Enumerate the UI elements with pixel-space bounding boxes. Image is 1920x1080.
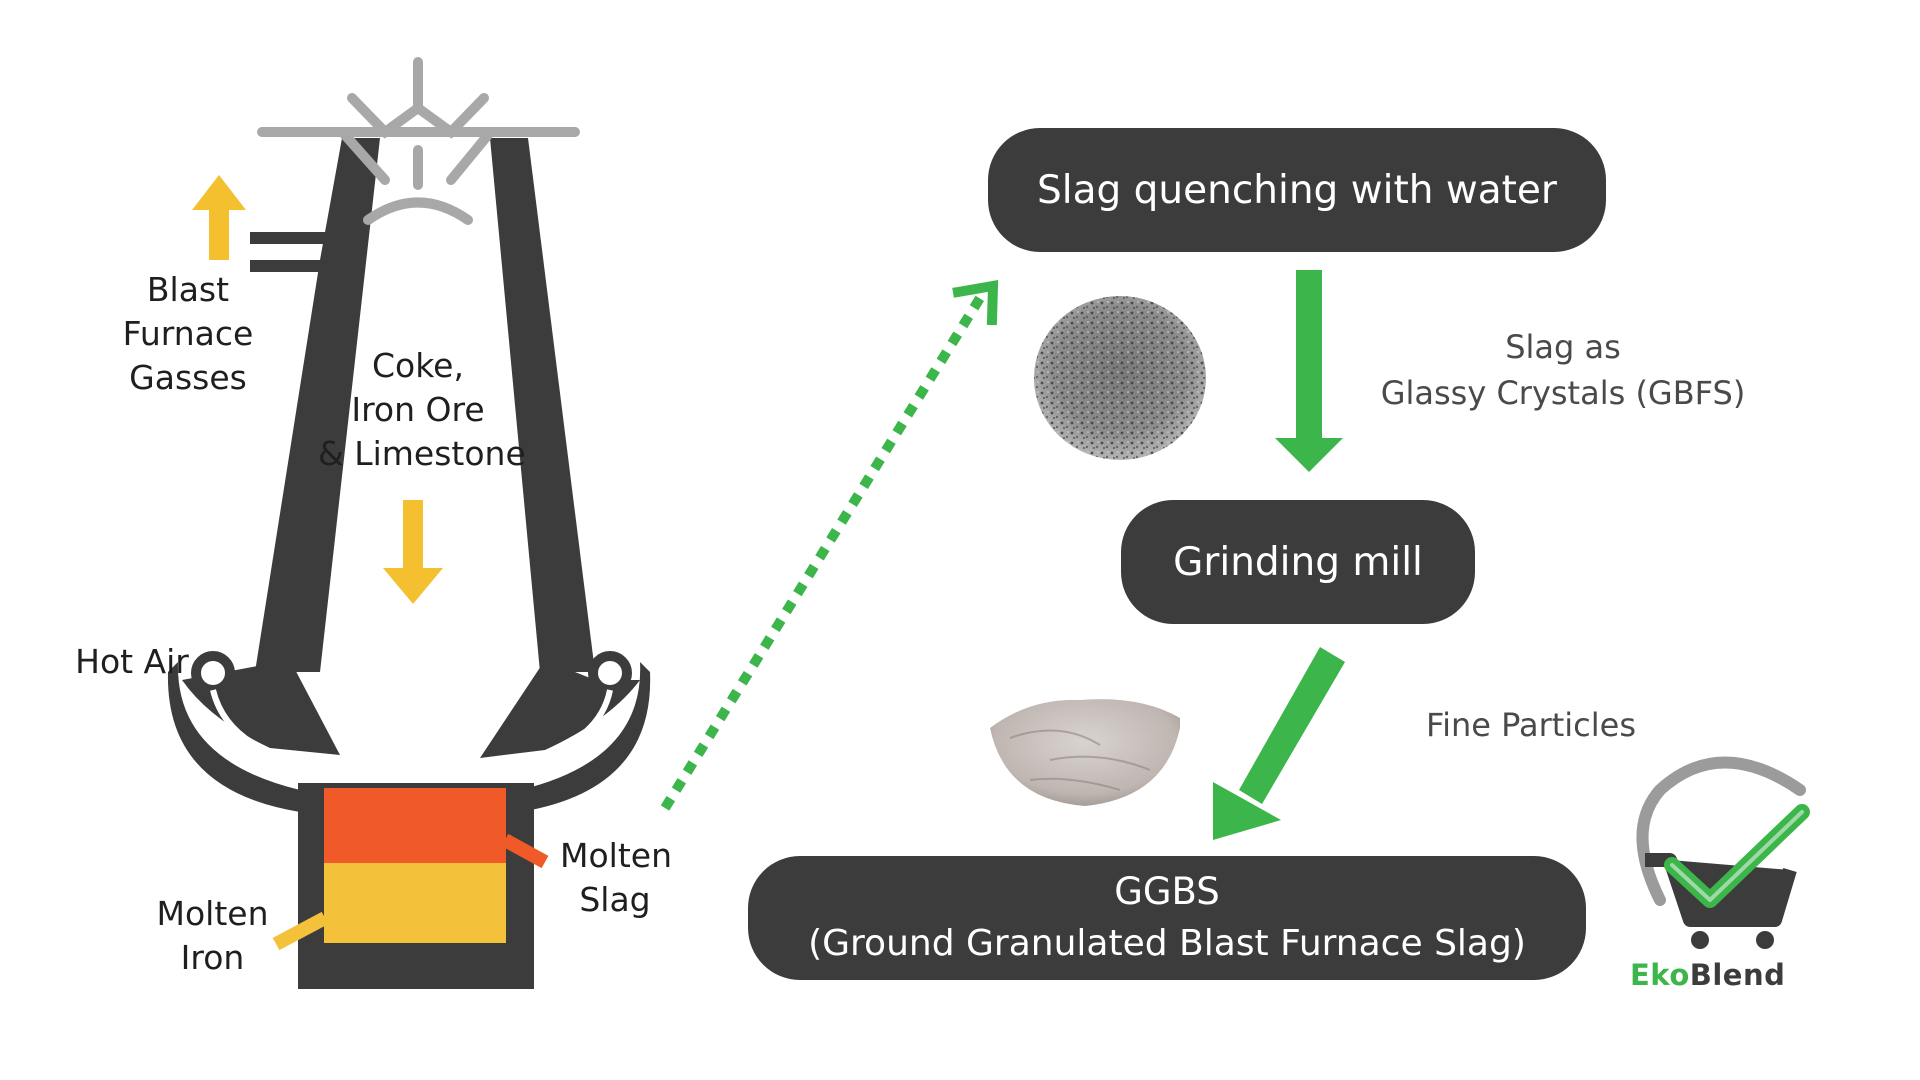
molten-iron-layer	[324, 863, 506, 943]
charge-label-line: & Limestone	[318, 434, 526, 473]
logo-text-eko: Eko	[1630, 958, 1690, 992]
top-distributor	[257, 57, 580, 225]
ggbs-title: GGBS	[1114, 870, 1220, 913]
ekoblend-logo-mark	[1636, 756, 1810, 949]
molten-slag-label: Molten Slag	[560, 834, 672, 922]
gasses-label-line: Furnace	[122, 314, 254, 353]
slag-label-line: Molten	[560, 836, 672, 875]
hot-air-duct-right	[529, 689, 613, 763]
furnace-shaft-right-wall	[490, 138, 595, 672]
gas-up-arrow	[192, 175, 246, 260]
charge-label-line: Iron Ore	[351, 390, 485, 429]
ggbs-product-box: GGBS (Ground Granulated Blast Furnace Sl…	[748, 856, 1586, 980]
iron-label-line: Molten	[156, 894, 269, 933]
quenching-step-label: Slag quenching with water	[1037, 167, 1557, 213]
furnace-shaft	[255, 138, 380, 672]
ekoblend-logo-text: EkoBlend	[1630, 958, 1785, 992]
fine-powder-image	[990, 699, 1180, 806]
fine-particles-note: Fine Particles	[1425, 706, 1636, 744]
glassy-crystals-note: Slag as Glassy Crystals (GBFS)	[1378, 324, 1748, 416]
iron-label-line: Iron	[180, 938, 245, 977]
arrow-mill-to-ggbs	[1213, 647, 1345, 840]
slag-tap	[501, 833, 549, 869]
grinding-step-label: Grinding mill	[1173, 539, 1423, 585]
charge-label: Coke, Iron Ore & Limestone	[318, 344, 526, 476]
hot-air-label: Hot Air	[75, 642, 189, 681]
gasses-label-line: Blast	[146, 270, 230, 309]
hot-air-duct-left	[210, 689, 291, 763]
charge-down-arrow	[383, 500, 443, 604]
slag-label-line: Slag	[579, 880, 651, 919]
charge-label-line: Coke,	[372, 346, 464, 385]
molten-iron-label: Molten Iron	[150, 892, 275, 980]
quenching-step-box: Slag quenching with water	[988, 128, 1606, 252]
gasses-label: Blast Furnace Gasses	[118, 268, 258, 400]
slag-transfer-dotted-arrow	[660, 295, 985, 811]
molten-slag-layer	[324, 788, 506, 863]
arrow-quench-to-mill	[1275, 270, 1343, 472]
dotted-arrow-head	[952, 280, 999, 326]
bustle-pipe-left	[167, 662, 300, 812]
note-line: Glassy Crystals (GBFS)	[1380, 374, 1746, 412]
gasses-label-line: Gasses	[129, 358, 247, 397]
ggbs-full-name: (Ground Granulated Blast Furnace Slag)	[808, 923, 1526, 964]
logo-text-blend: Blend	[1689, 958, 1786, 992]
glassy-crystals-image	[1034, 296, 1206, 460]
grinding-step-box: Grinding mill	[1121, 500, 1475, 624]
iron-tap	[272, 911, 329, 951]
note-line: Slag as	[1505, 328, 1621, 366]
gas-outlet-pipe	[250, 232, 330, 272]
